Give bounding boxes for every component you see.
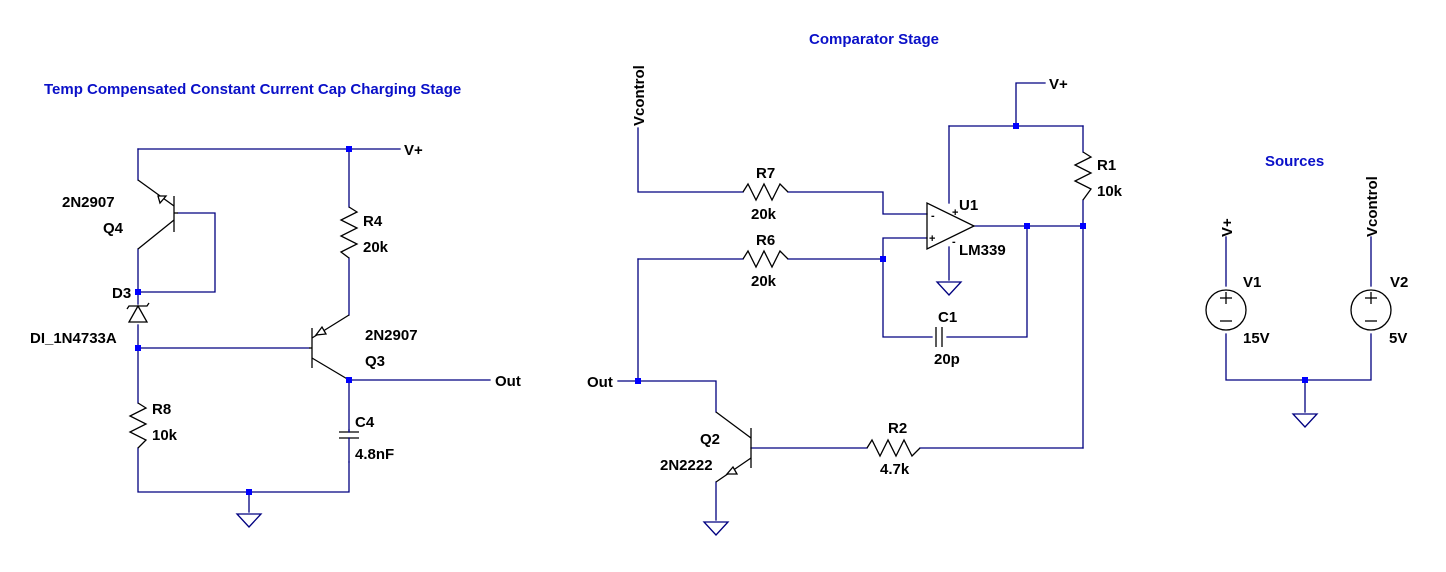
q3-model-label: 2N2907	[365, 327, 418, 344]
q4-ref-label: Q4	[103, 220, 124, 237]
r1-resistor	[1073, 151, 1093, 201]
r1-ref-label: R1	[1097, 157, 1116, 174]
v2-value-label: 5V	[1389, 330, 1407, 347]
charging-stage-junctions	[135, 146, 352, 495]
q2-model-label: 2N2222	[660, 457, 713, 474]
r4-ref-label: R4	[363, 213, 383, 230]
v1-ref-label: V1	[1243, 274, 1261, 291]
r2-resistor	[866, 438, 921, 458]
c1-capacitor	[935, 327, 943, 347]
comparator-stage: R7 20k R6 20k - + + - U1 LM339 C1 20p	[587, 65, 1123, 536]
r6-ref-label: R6	[756, 232, 775, 249]
q4-transistor	[137, 179, 178, 250]
out-net-label-comparator: Out	[587, 374, 613, 391]
r7-resistor	[742, 182, 789, 202]
comparator-stage-title: Comparator Stage	[809, 31, 939, 48]
sources-block: V1 15V V+ V2 5V Vcontrol	[1205, 176, 1408, 428]
c4-capacitor	[339, 429, 359, 463]
ground-symbol-sources	[1291, 413, 1319, 428]
charging-stage-title: Temp Compensated Constant Current Cap Ch…	[44, 81, 461, 98]
u1-ground-pin-mark: -	[952, 236, 956, 248]
r1-value-label: 10k	[1097, 183, 1123, 200]
comparator-stage-junctions	[635, 123, 1086, 384]
ground-symbol-q2	[702, 521, 730, 536]
r7-ref-label: R7	[756, 165, 775, 182]
c1-value-label: 20p	[934, 351, 960, 368]
c4-ref-label: C4	[355, 414, 375, 431]
ground-symbol-charging	[235, 513, 263, 528]
r8-value-label: 10k	[152, 427, 178, 444]
r8-ref-label: R8	[152, 401, 171, 418]
sources-title: Sources	[1265, 153, 1324, 170]
v1-voltage-source	[1205, 289, 1247, 331]
vplus-net-label-comparator: V+	[1049, 76, 1068, 93]
sources-wires	[1225, 236, 1372, 413]
charging-stage-wires	[137, 148, 491, 513]
vcontrol-net-label-comparator: Vcontrol	[631, 65, 648, 126]
v2-voltage-source	[1350, 289, 1392, 331]
d3-ref-label: D3	[112, 285, 131, 302]
r2-ref-label: R2	[888, 420, 907, 437]
r6-resistor	[742, 249, 789, 269]
d3-zener-diode	[126, 302, 150, 323]
u1-inverting-pin-mark: -	[931, 210, 935, 222]
r8-resistor	[128, 402, 148, 449]
r2-value-label: 4.7k	[880, 461, 910, 478]
u1-noninverting-pin-mark: +	[929, 233, 935, 245]
d3-model-label: DI_1N4733A	[30, 330, 117, 347]
q3-transistor	[309, 314, 350, 381]
r7-value-label: 20k	[751, 206, 777, 223]
u1-ref-label: U1	[959, 197, 978, 214]
ground-symbol-u1	[935, 281, 963, 296]
c1-ref-label: C1	[938, 309, 957, 326]
q2-transistor	[715, 411, 752, 483]
v1-value-label: 15V	[1243, 330, 1270, 347]
comparator-stage-wires	[617, 82, 1084, 521]
v2-ref-label: V2	[1390, 274, 1408, 291]
r6-value-label: 20k	[751, 273, 777, 290]
q4-model-label: 2N2907	[62, 194, 115, 211]
r4-value-label: 20k	[363, 239, 389, 256]
charging-stage: 2N2907 Q4 D3 DI_1N4733A R4 20k 2N2907 Q3	[30, 142, 521, 528]
vcontrol-net-label-sources: Vcontrol	[1364, 176, 1381, 237]
c4-value-label: 4.8nF	[355, 446, 394, 463]
out-net-label-left: Out	[495, 373, 521, 390]
q2-ref-label: Q2	[700, 431, 720, 448]
u1-supply-pin-mark: +	[952, 207, 958, 219]
q3-ref-label: Q3	[365, 353, 385, 370]
vplus-net-label-sources: V+	[1219, 218, 1236, 237]
r4-resistor	[339, 206, 359, 259]
u1-comparator: - + + -	[926, 201, 976, 251]
u1-model-label: LM339	[959, 242, 1006, 259]
sources-junction	[1302, 377, 1308, 383]
vplus-net-label-left: V+	[404, 142, 423, 159]
